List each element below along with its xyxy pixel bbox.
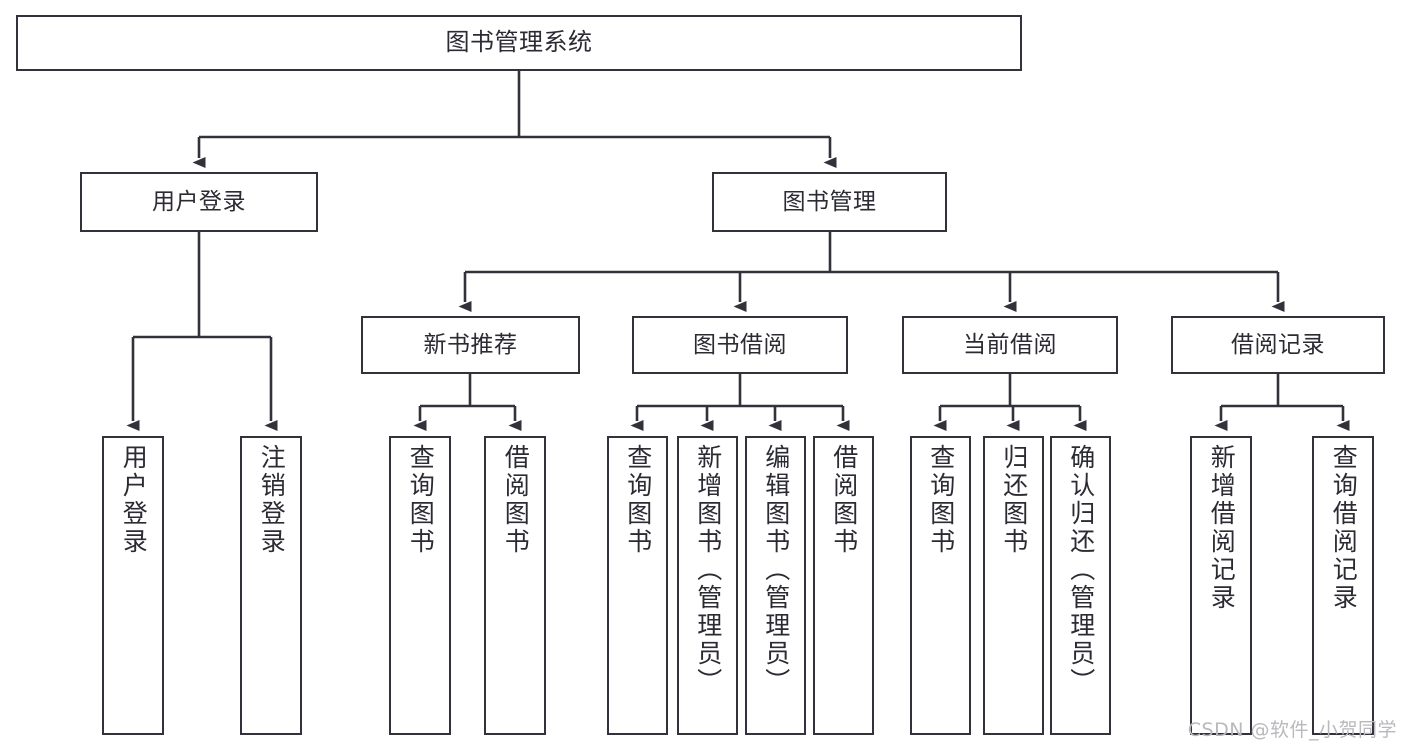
leaf-return-book[interactable]: 归还图书 — [983, 436, 1044, 735]
leaf-add-book[interactable]: 新增图书（管理员） — [677, 436, 738, 735]
node-user-login-label: 用户登录 — [152, 188, 246, 215]
node-book-borrow[interactable]: 图书借阅 — [632, 316, 848, 374]
leaf-query-record-label: 查询借阅记录 — [1329, 444, 1359, 612]
leaf-borrow-book-2[interactable]: 借阅图书 — [813, 436, 874, 735]
leaf-query-record[interactable]: 查询借阅记录 — [1312, 436, 1374, 735]
leaf-user-login[interactable]: 用户登录 — [102, 436, 164, 735]
node-book-borrow-label: 图书借阅 — [693, 331, 787, 358]
leaf-borrow-book-2-label: 借阅图书 — [829, 444, 859, 556]
leaf-borrow-book-1[interactable]: 借阅图书 — [484, 436, 546, 735]
watermark: CSDN @软件_小贺同学 — [1187, 719, 1397, 741]
leaf-add-record[interactable]: 新增借阅记录 — [1190, 436, 1252, 735]
leaf-query-book-1-label: 查询图书 — [406, 444, 436, 556]
leaf-confirm-return[interactable]: 确认归还（管理员） — [1050, 436, 1111, 735]
leaf-confirm-return-label: 确认归还（管理员） — [1066, 444, 1096, 696]
node-root[interactable]: 图书管理系统 — [16, 15, 1022, 71]
leaf-edit-book[interactable]: 编辑图书（管理员） — [745, 436, 806, 735]
leaf-query-book-1[interactable]: 查询图书 — [389, 436, 451, 735]
node-borrow-record-label: 借阅记录 — [1231, 331, 1325, 358]
leaf-user-logout-label: 注销登录 — [257, 444, 287, 556]
node-current-borrow-label: 当前借阅 — [963, 331, 1057, 358]
leaf-query-book-2[interactable]: 查询图书 — [607, 436, 668, 735]
node-new-book-rec[interactable]: 新书推荐 — [361, 316, 580, 374]
leaf-add-book-label: 新增图书（管理员） — [693, 444, 723, 696]
leaf-query-book-3-label: 查询图书 — [926, 444, 956, 556]
leaf-borrow-book-1-label: 借阅图书 — [501, 444, 531, 556]
node-root-label: 图书管理系统 — [445, 28, 593, 57]
leaf-edit-book-label: 编辑图书（管理员） — [761, 444, 791, 696]
leaf-return-book-label: 归还图书 — [999, 444, 1029, 556]
node-new-book-rec-label: 新书推荐 — [423, 331, 518, 358]
leaf-user-login-label: 用户登录 — [119, 444, 149, 556]
node-book-manage[interactable]: 图书管理 — [712, 172, 947, 232]
node-current-borrow[interactable]: 当前借阅 — [902, 316, 1118, 374]
leaf-user-logout[interactable]: 注销登录 — [240, 436, 302, 735]
leaf-query-book-3[interactable]: 查询图书 — [910, 436, 971, 735]
node-book-manage-label: 图书管理 — [782, 188, 877, 215]
leaf-query-book-2-label: 查询图书 — [623, 444, 653, 556]
node-user-login[interactable]: 用户登录 — [80, 172, 318, 232]
leaf-add-record-label: 新增借阅记录 — [1207, 444, 1237, 612]
node-borrow-record[interactable]: 借阅记录 — [1171, 316, 1385, 374]
